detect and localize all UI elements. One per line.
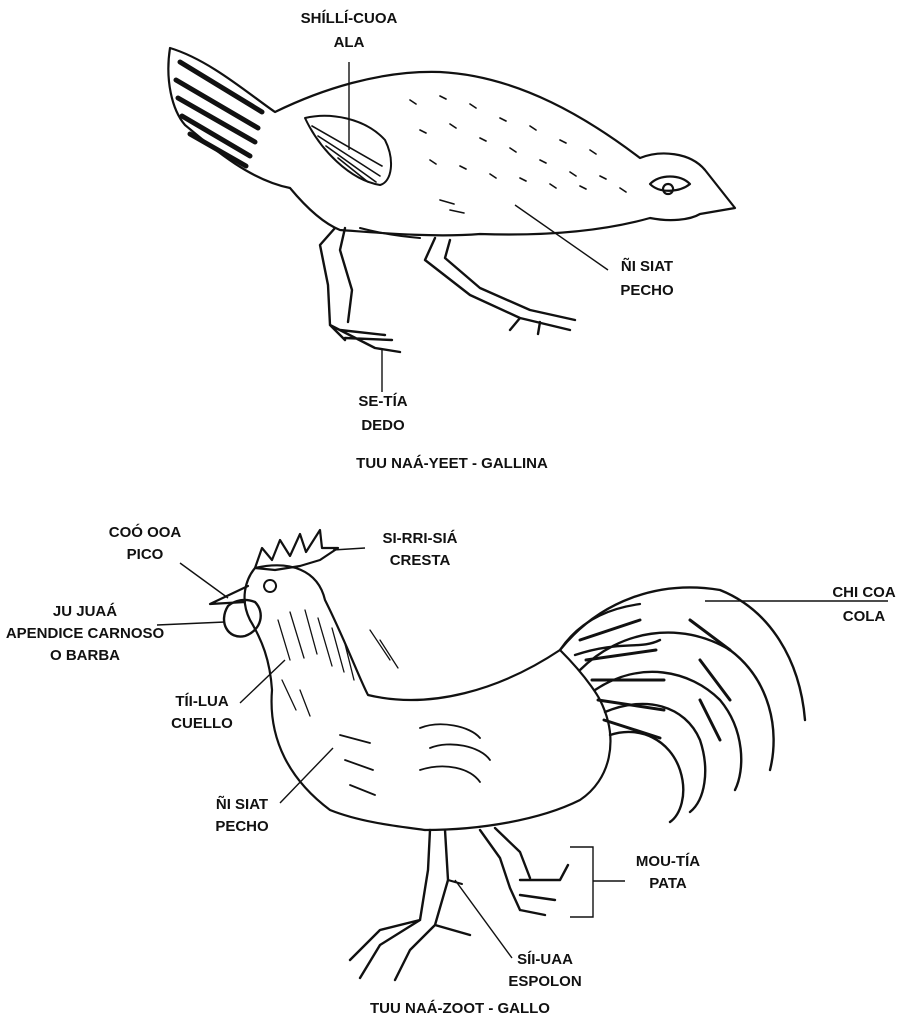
rooster-comb-native: SI-RRI-SIÁ <box>383 530 458 548</box>
hen-eye <box>650 177 690 194</box>
hen-right-leg <box>425 238 575 334</box>
rooster-spur-leader <box>455 880 512 958</box>
rooster-leg-label: MOU-TÍA PATA <box>636 853 700 893</box>
hen-wing-stripes <box>312 126 382 182</box>
rooster-tail-native: CHI COA <box>832 584 895 602</box>
hen-speckles <box>410 96 626 213</box>
hen-chest-leader <box>515 205 608 270</box>
rooster-leg-native: MOU-TÍA <box>636 853 700 871</box>
hen-toe-label: SE-TÍA DEDO <box>358 393 407 435</box>
rooster-front-leg <box>350 830 470 980</box>
hen-caption: TUU NAÁ-YEET - GALLINA <box>356 455 548 472</box>
rooster-wing-marks <box>340 724 490 795</box>
rooster-spur-native: SÍI-UAA <box>508 951 581 969</box>
rooster-body <box>425 650 610 830</box>
rooster-tail-spanish: COLA <box>832 608 895 626</box>
hen-left-leg <box>320 228 400 352</box>
rooster-tail-label: CHI COA COLA <box>832 584 895 626</box>
rooster-beak-leader <box>180 563 228 598</box>
rooster-wattle-leader <box>157 622 225 625</box>
rooster-wattle-spanish2: O BARBA <box>6 647 164 665</box>
rooster-leg-spanish: PATA <box>636 875 700 893</box>
hen-wing-spanish: ALA <box>301 34 398 52</box>
rooster-neck-leader <box>240 660 285 703</box>
hen-chest-label: ÑI SIAT PECHO <box>620 258 673 300</box>
rooster-spur-label: SÍI-UAA ESPOLON <box>508 951 581 991</box>
hen-wing-label: SHÍLLÍ-CUOA ALA <box>301 10 398 52</box>
rooster-leg-bracket <box>570 847 625 917</box>
rooster-beak-native: COÓ OOA <box>109 524 182 542</box>
hen-wing-native: SHÍLLÍ-CUOA <box>301 10 398 28</box>
hen-toe-native: SE-TÍA <box>358 393 407 411</box>
rooster-neck-label: TÍI-LUA CUELLO <box>171 693 233 733</box>
rooster-comb <box>255 530 338 570</box>
hen-chest-spanish: PECHO <box>620 282 673 300</box>
hen-drawing <box>168 48 735 352</box>
rooster-chest-native: ÑI SIAT <box>215 796 268 814</box>
rooster-chest-leader <box>280 748 333 803</box>
rooster-wattle <box>224 600 261 637</box>
rooster-head-neck <box>245 565 640 830</box>
rooster-eye <box>264 580 276 592</box>
rooster-wattle-spanish: APENDICE CARNOSO <box>6 625 164 643</box>
rooster-comb-label: SI-RRI-SIÁ CRESTA <box>383 530 458 570</box>
rooster-back-leg <box>480 828 568 915</box>
rooster-neck-native: TÍI-LUA <box>171 693 233 711</box>
hen-toe-spanish: DEDO <box>358 417 407 435</box>
rooster-chest-spanish: PECHO <box>215 818 268 836</box>
rooster-chest-label: ÑI SIAT PECHO <box>215 796 268 836</box>
rooster-wattle-label: JU JUAÁ APENDICE CARNOSO O BARBA <box>6 603 164 665</box>
rooster-beak-spanish: PICO <box>109 546 182 564</box>
rooster-spur-spanish: ESPOLON <box>508 973 581 991</box>
rooster-neck-spanish: CUELLO <box>171 715 233 733</box>
rooster-caption: TUU NAÁ-ZOOT - GALLO <box>370 1000 550 1017</box>
rooster-beak-label: COÓ OOA PICO <box>109 524 182 564</box>
rooster-wattle-native: JU JUAÁ <box>6 603 164 621</box>
hen-chest-native: ÑI SIAT <box>620 258 673 276</box>
rooster-tail <box>560 588 805 823</box>
rooster-comb-spanish: CRESTA <box>383 552 458 570</box>
rooster-drawing <box>210 530 805 980</box>
hen-tail-stripes <box>176 62 262 166</box>
